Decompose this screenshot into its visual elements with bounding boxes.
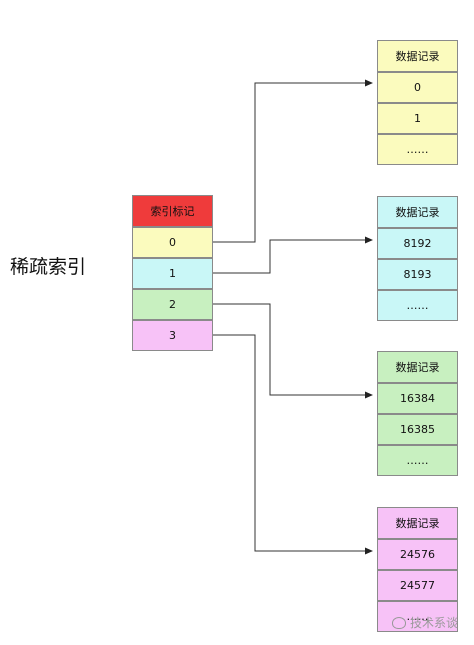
connector-2 (213, 303, 373, 399)
block-2-header: 数据记录 (377, 351, 458, 383)
block-0-row-2: …… (377, 134, 458, 165)
index-row-0: 0 (132, 227, 213, 258)
block-2-row-2: …… (377, 445, 458, 476)
block-3-row-2: …… (377, 601, 458, 632)
index-row-1: 1 (132, 258, 213, 289)
watermark: 技术系谈 (392, 614, 458, 631)
block-0-header: 数据记录 (377, 40, 458, 72)
connector-3 (213, 334, 373, 555)
block-1-row-0: 8192 (377, 228, 458, 259)
block-2-row-1: 16385 (377, 414, 458, 445)
block-3-row-0: 24576 (377, 539, 458, 570)
block-0-row-0: 0 (377, 72, 458, 103)
block-0-row-1: 1 (377, 103, 458, 134)
watermark-text: 技术系谈 (410, 616, 459, 630)
connector-0 (213, 79, 373, 243)
block-2-row-0: 16384 (377, 383, 458, 414)
index-header: 索引标记 (132, 195, 213, 227)
block-1-row-1: 8193 (377, 259, 458, 290)
block-1-row-2: …… (377, 290, 458, 321)
block-1-header: 数据记录 (377, 196, 458, 228)
index-row-3: 3 (132, 320, 213, 351)
block-3-header: 数据记录 (377, 507, 458, 539)
block-3-row-1: 24577 (377, 570, 458, 601)
diagram-title: 稀疏索引 (10, 256, 87, 278)
wechat-icon (392, 616, 406, 629)
connector-1 (213, 236, 373, 274)
index-row-2: 2 (132, 289, 213, 320)
